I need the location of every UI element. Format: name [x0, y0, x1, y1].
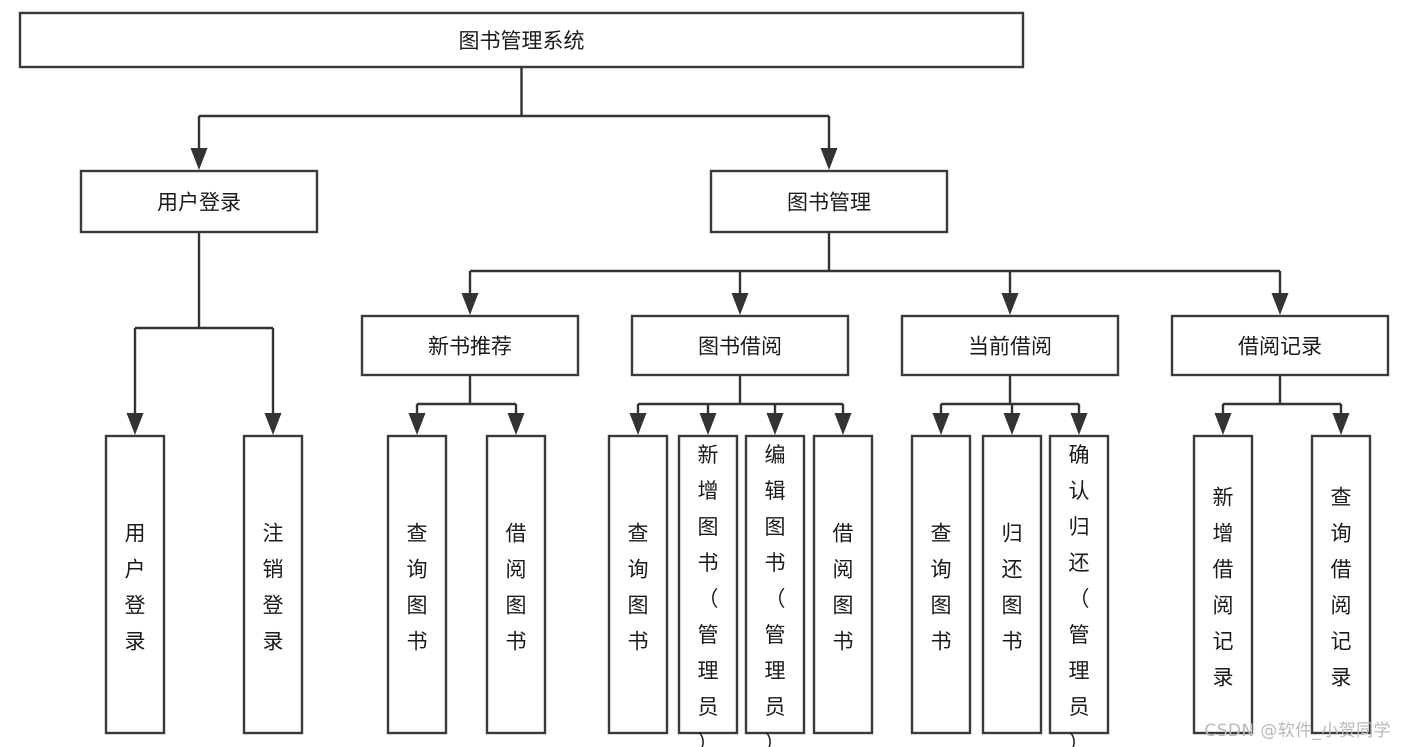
- node-label: 图书管理系统: [459, 29, 585, 53]
- node-leaf_8[interactable]: 查询图书: [910, 434, 972, 735]
- node-box[interactable]: [744, 434, 806, 735]
- node-label: 图书借阅: [698, 335, 782, 359]
- node-l3_1[interactable]: 图书借阅: [630, 314, 850, 377]
- node-box[interactable]: [709, 169, 949, 234]
- node-label: 借阅图书: [506, 522, 527, 654]
- connector-group: [1214, 375, 1350, 435]
- node-box[interactable]: [981, 434, 1043, 735]
- node-leaf_11[interactable]: 新增借阅记录: [1192, 434, 1254, 735]
- node-l2_1[interactable]: 图书管理: [709, 169, 949, 234]
- node-box[interactable]: [104, 434, 166, 735]
- connector-group: [461, 232, 1289, 315]
- connector-layer: [126, 67, 1350, 435]
- node-leaf_6[interactable]: 编辑图书（管理员）: [744, 434, 806, 747]
- node-l3_3[interactable]: 借阅记录: [1170, 314, 1390, 377]
- node-l3_2[interactable]: 当前借阅: [900, 314, 1120, 377]
- connector-group: [629, 375, 852, 435]
- node-box[interactable]: [812, 434, 874, 735]
- connector-group: [408, 375, 525, 435]
- node-box[interactable]: [386, 434, 448, 735]
- node-label: 查询图书: [931, 522, 952, 654]
- node-label: 归还图书: [1002, 522, 1023, 654]
- node-box[interactable]: [18, 11, 1025, 69]
- node-box[interactable]: [79, 169, 319, 234]
- node-leaf_2[interactable]: 查询图书: [386, 434, 448, 735]
- node-leaf_0[interactable]: 用户登录: [104, 434, 166, 735]
- node-label: 编辑图书（管理员）: [765, 443, 786, 747]
- node-leaf_4[interactable]: 查询图书: [607, 434, 669, 735]
- node-leaf_12[interactable]: 查询借阅记录: [1310, 434, 1372, 735]
- node-leaf_5[interactable]: 新增图书（管理员）: [677, 434, 739, 747]
- node-leaf_9[interactable]: 归还图书: [981, 434, 1043, 735]
- node-box[interactable]: [910, 434, 972, 735]
- node-leaf_1[interactable]: 注销登录: [242, 434, 304, 735]
- node-box[interactable]: [900, 314, 1120, 377]
- node-box[interactable]: [1048, 434, 1110, 735]
- node-label: 用户登录: [157, 191, 241, 215]
- node-box[interactable]: [630, 314, 850, 377]
- node-label: 查询图书: [628, 522, 649, 654]
- node-label: 用户登录: [125, 522, 146, 654]
- node-box[interactable]: [485, 434, 547, 735]
- node-box[interactable]: [242, 434, 304, 735]
- connector-group: [932, 375, 1088, 435]
- node-box[interactable]: [607, 434, 669, 735]
- node-label: 新增图书（管理员）: [698, 443, 719, 747]
- node-l2_0[interactable]: 用户登录: [79, 169, 319, 234]
- node-box[interactable]: [1192, 434, 1254, 735]
- connector-group: [126, 232, 282, 435]
- node-box[interactable]: [360, 314, 580, 377]
- node-label: 注销登录: [263, 522, 284, 654]
- node-box[interactable]: [1310, 434, 1372, 735]
- connector-group: [190, 67, 838, 170]
- node-label: 新书推荐: [428, 335, 512, 359]
- node-label: 确认归还（管理员）: [1069, 443, 1090, 747]
- node-leaf_3[interactable]: 借阅图书: [485, 434, 547, 735]
- node-root[interactable]: 图书管理系统: [18, 11, 1025, 69]
- node-label: 当前借阅: [968, 335, 1052, 359]
- node-label: 借阅图书: [833, 522, 854, 654]
- node-leaf_7[interactable]: 借阅图书: [812, 434, 874, 735]
- node-label: 新增借阅记录: [1213, 486, 1234, 690]
- node-box[interactable]: [1170, 314, 1390, 377]
- node-label: 查询借阅记录: [1331, 486, 1352, 690]
- node-leaf_10[interactable]: 确认归还（管理员）: [1048, 434, 1110, 747]
- node-l3_0[interactable]: 新书推荐: [360, 314, 580, 377]
- node-label: 借阅记录: [1238, 335, 1322, 359]
- node-label: 查询图书: [407, 522, 428, 654]
- node-label: 图书管理: [787, 191, 871, 215]
- node-box[interactable]: [677, 434, 739, 735]
